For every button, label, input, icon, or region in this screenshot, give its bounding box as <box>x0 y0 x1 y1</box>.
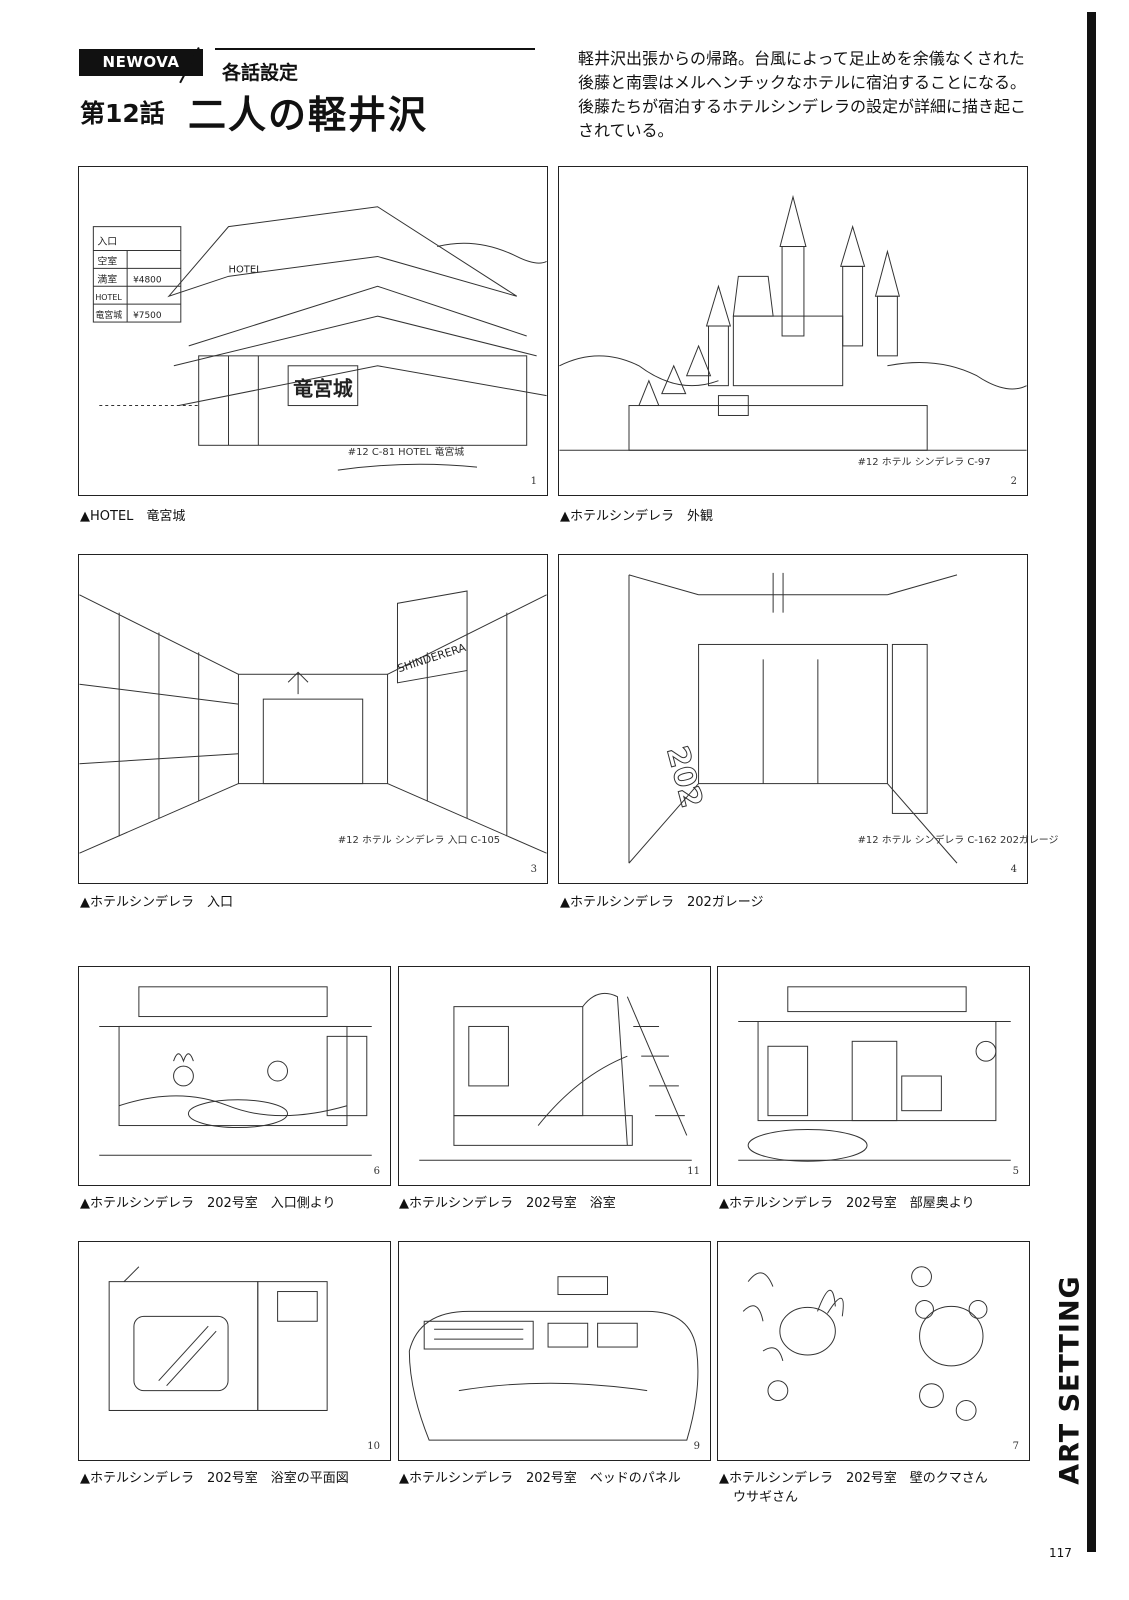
panel-hotel-ryuguujou: 入口 空室 満室 HOTEL 竜宮城 ¥4800 ¥7500 HOTEL 竜宮城… <box>78 166 548 496</box>
panel-number: 6 <box>373 1166 380 1177</box>
side-tab-label: ART SETTING <box>1054 1275 1086 1485</box>
hotel-box-price1: ¥4800 <box>133 275 162 285</box>
panel-number: 2 <box>1010 476 1017 487</box>
caption-3: ▲ホテルシンデレラ 入口 <box>80 895 233 910</box>
panel-wall-bear-rabbit: 7 <box>717 1241 1030 1461</box>
caption-2: ▲ホテルシンデレラ 外観 <box>560 509 713 524</box>
hotel-box-price2: ¥7500 <box>133 311 162 321</box>
panel-number: 3 <box>530 864 537 875</box>
hotel-box-full: 満室 <box>97 272 117 285</box>
panel-room-from-back: 5 <box>717 966 1030 1186</box>
bed-panel-sketch <box>408 1276 699 1441</box>
caption-7: ▲ホテルシンデレラ 202号室 壁のクマさん <box>719 1471 988 1486</box>
caption-11: ▲ホテルシンデレラ 202号室 浴室 <box>399 1196 616 1211</box>
caption-1: ▲HOTEL 竜宮城 <box>80 509 186 524</box>
floorplan-sketch <box>108 1266 328 1411</box>
episode-number: 第12話 <box>80 99 165 128</box>
panel-number: 4 <box>1010 864 1017 875</box>
hotel-box-entrance: 入口 <box>97 237 117 248</box>
caption-9: ▲ホテルシンデレラ 202号室 ベッドのパネル <box>399 1471 681 1486</box>
bathroom-sketch <box>419 992 692 1161</box>
panel-number: 7 <box>1012 1441 1019 1452</box>
castle-cut-note: #12 ホテル シンデレラ C-97 <box>858 455 991 468</box>
page-number: 117 <box>1049 1546 1072 1560</box>
panel-bathroom: 11 <box>398 966 711 1186</box>
entrance-cut-note: #12 ホテル シンデレラ 入口 C-105 <box>338 833 500 846</box>
side-tab-bar <box>1087 12 1096 1552</box>
intro-text: 軽井沢出張からの帰路。台風によって足止めを余儀なくされた後藤と南雲はメルヘンチッ… <box>578 49 1027 140</box>
section-label: 各話設定 <box>222 62 299 84</box>
garage-wall-number: 202 <box>659 742 709 811</box>
panel-cinderella-exterior: #12 ホテル シンデレラ C-97 2 <box>558 166 1028 496</box>
caption-6: ▲ホテルシンデレラ 202号室 入口側より <box>80 1196 336 1211</box>
panel-cinderella-entrance: SHINDERERA #12 ホテル シンデレラ 入口 C-105 3 <box>78 554 548 884</box>
garage-cut-note: #12 ホテル シンデレラ C-162 202ガレージ <box>858 833 1059 846</box>
series-badge: NEWOVA <box>79 49 203 76</box>
hotel-main-sign: 竜宮城 <box>293 378 353 401</box>
caption-10: ▲ホテルシンデレラ 202号室 浴室の平面図 <box>80 1471 349 1486</box>
caption-4: ▲ホテルシンデレラ 202ガレージ <box>560 895 764 910</box>
room-entrance-sketch <box>99 986 372 1156</box>
panel-bathroom-floorplan: 10 <box>78 1241 391 1461</box>
hotel-box-hotel: HOTEL <box>95 293 122 302</box>
hotel-box-name: 竜宮城 <box>95 309 122 321</box>
room-back-sketch <box>738 986 1011 1162</box>
episode-title: 二人の軽井沢 <box>188 93 429 137</box>
panel-number: 5 <box>1012 1166 1019 1177</box>
panel-202-garage: 202 #12 ホテル シンデレラ C-162 202ガレージ 4 <box>558 554 1058 884</box>
header-rule <box>215 48 535 50</box>
panel-bed-panel: 9 <box>398 1241 711 1461</box>
panel-number: 10 <box>367 1441 380 1452</box>
castle-sketch: #12 ホテル シンデレラ C-97 <box>559 194 1027 468</box>
garage-sketch: 202 #12 ホテル シンデレラ C-162 202ガレージ <box>628 572 1058 864</box>
caption-7-line2: ウサギさん <box>733 1490 799 1505</box>
shinderera-sign: SHINDERERA <box>396 641 468 675</box>
panel-number: 9 <box>693 1441 700 1452</box>
panel-room-from-entrance: 6 <box>78 966 391 1186</box>
entrance-sketch: SHINDERERA #12 ホテル シンデレラ 入口 C-105 <box>79 590 547 854</box>
hotel-box-vacant: 空室 <box>97 254 117 267</box>
caption-5: ▲ホテルシンデレラ 202号室 部屋奥より <box>719 1196 975 1211</box>
panel-number: 11 <box>687 1166 700 1177</box>
panel-number: 1 <box>530 476 537 487</box>
hotel-cut-note: #12 C-81 HOTEL 竜宮城 <box>348 445 465 458</box>
hotel-roof-hotel: HOTEL <box>229 264 263 275</box>
hotel-ryuguujou-sketch: 入口 空室 満室 HOTEL 竜宮城 ¥4800 ¥7500 HOTEL 竜宮城… <box>92 206 547 471</box>
bear-rabbit-sketch <box>742 1266 988 1421</box>
